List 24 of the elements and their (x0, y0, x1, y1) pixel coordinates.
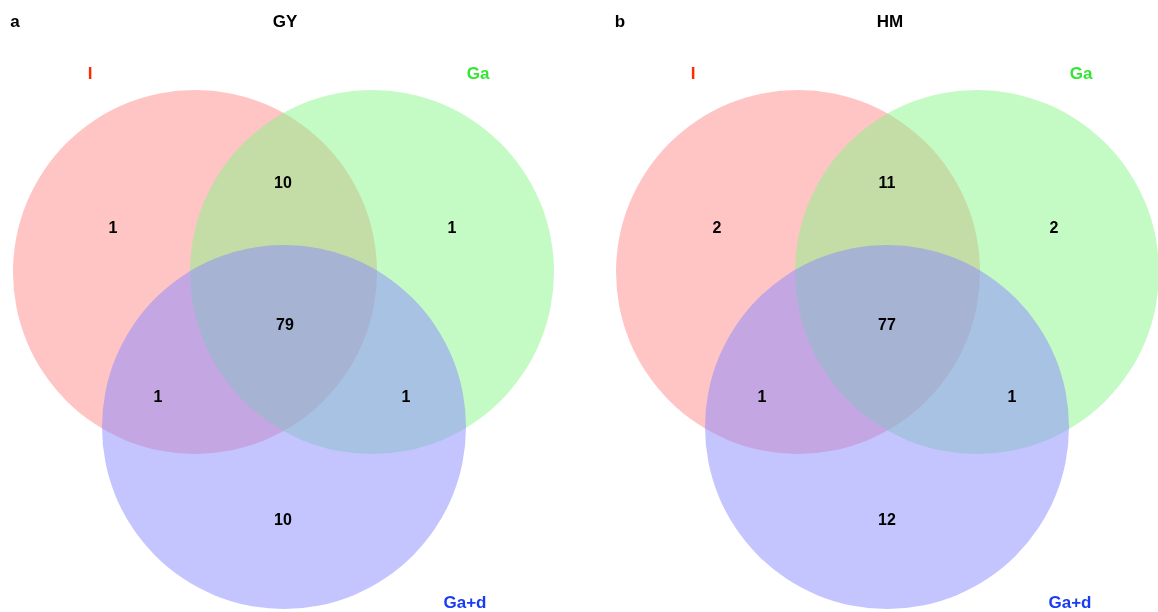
count: 1 (108, 219, 118, 237)
count: 79 (276, 316, 294, 334)
count: 12 (878, 511, 896, 529)
set-label: Ga (1069, 64, 1093, 84)
panel-title: GY (272, 12, 298, 32)
set-label: Ga (466, 64, 490, 84)
set-label: Ga+d (1048, 593, 1092, 612)
panel-letter: a (10, 12, 20, 32)
count: 10 (274, 174, 292, 192)
count: 1 (1007, 388, 1017, 406)
count: 1 (447, 219, 457, 237)
panel-letter: b (614, 12, 626, 32)
panel-title: HM (876, 12, 904, 32)
count: 11 (878, 174, 896, 192)
count: 1 (401, 388, 411, 406)
count: 77 (878, 316, 896, 334)
set-label: I (690, 64, 696, 84)
count: 1 (153, 388, 163, 406)
count: 10 (274, 511, 292, 529)
set-label: Ga+d (443, 593, 487, 612)
count: 2 (712, 219, 722, 237)
count: 1 (757, 388, 767, 406)
count: 2 (1049, 219, 1059, 237)
set-label: I (87, 64, 93, 84)
